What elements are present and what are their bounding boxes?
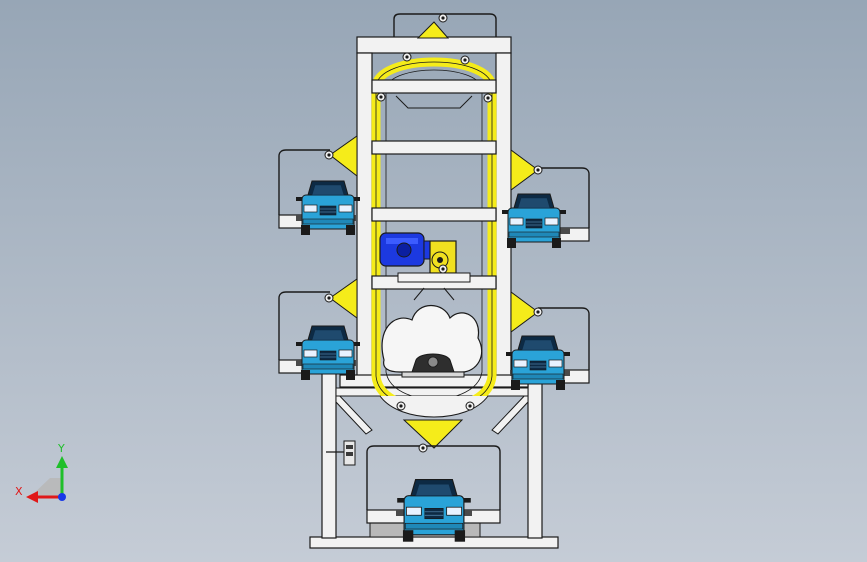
main-tower-frame[interactable] xyxy=(339,36,529,388)
drive-sprocket[interactable] xyxy=(381,287,483,373)
support-legs[interactable] xyxy=(321,369,543,539)
drive-motor[interactable] xyxy=(379,232,431,267)
gearbox[interactable] xyxy=(397,240,471,283)
pallet-top-right[interactable] xyxy=(501,193,590,249)
control-panel[interactable] xyxy=(326,440,356,466)
carrier-arms[interactable] xyxy=(329,21,539,449)
pallet-middle-left[interactable] xyxy=(278,325,361,381)
bearing-block[interactable] xyxy=(401,353,465,378)
pallet-top-left[interactable] xyxy=(278,180,361,236)
axis-label-x: X xyxy=(15,485,23,498)
axis-triad: X Y xyxy=(15,442,68,503)
pallet-bottom[interactable] xyxy=(366,479,501,543)
pallet-middle-right[interactable] xyxy=(505,335,590,391)
chain-loop[interactable] xyxy=(371,57,497,418)
axis-label-y: Y xyxy=(57,442,65,455)
